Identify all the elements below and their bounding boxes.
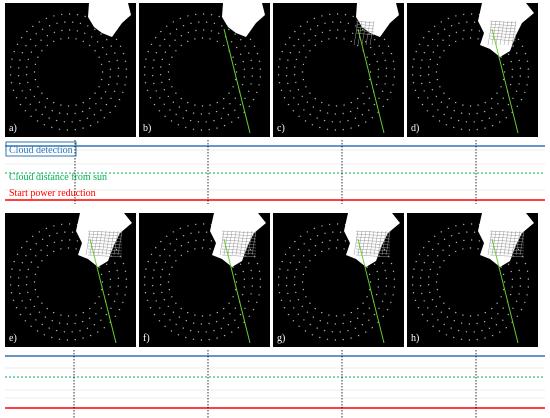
legend-start-power-reduction: Start power reduction xyxy=(9,188,96,199)
sun-ray-line xyxy=(223,28,251,134)
timeline-bottom xyxy=(5,350,545,418)
sky-image-panel: g) xyxy=(273,213,404,347)
cloud-tracking-grid xyxy=(353,230,391,258)
legend-cloud-detection: Cloud detection xyxy=(9,145,73,156)
cloud-detection-box xyxy=(5,141,77,157)
panel-label: e) xyxy=(9,333,17,344)
cloud-shape xyxy=(88,3,131,37)
sky-image-panel: h) xyxy=(407,213,538,347)
sky-image-panel: d) xyxy=(407,3,538,137)
sample-dots xyxy=(411,223,530,341)
panel-label: c) xyxy=(277,123,285,134)
sun-ray-line xyxy=(89,238,117,344)
sun-ray-line xyxy=(223,238,251,344)
sun-ray-line xyxy=(357,238,385,344)
panel-label: b) xyxy=(143,123,151,134)
sky-image-panel: e) xyxy=(5,213,136,347)
panel-label: a) xyxy=(9,123,17,134)
legend-cloud-distance: Cloud distance from sun xyxy=(9,172,107,183)
panel-label: g) xyxy=(277,333,285,344)
cloud-shape xyxy=(222,3,265,37)
panel-label: h) xyxy=(411,333,419,344)
sky-image-panel: c) xyxy=(273,3,404,137)
cloud-shape xyxy=(356,3,399,37)
panel-row-top: a) b) c) d) xyxy=(5,3,538,137)
panel-row-bottom: e) f) g) h) xyxy=(5,213,538,347)
sample-dots xyxy=(9,13,128,131)
panel-label: d) xyxy=(411,123,419,134)
sun-ray-line xyxy=(357,28,385,134)
panel-label: f) xyxy=(143,333,150,344)
sun-ray-line xyxy=(491,28,519,134)
sky-image-panel: b) xyxy=(139,3,270,137)
sky-image-panel: a) xyxy=(5,3,136,137)
cloud-tracking-grid xyxy=(487,20,517,46)
sun-ray-line xyxy=(491,238,519,344)
sky-image-panel: f) xyxy=(139,213,270,347)
timeline-top: Cloud detection Cloud distance from sun … xyxy=(5,140,545,204)
sample-dots xyxy=(143,13,262,131)
